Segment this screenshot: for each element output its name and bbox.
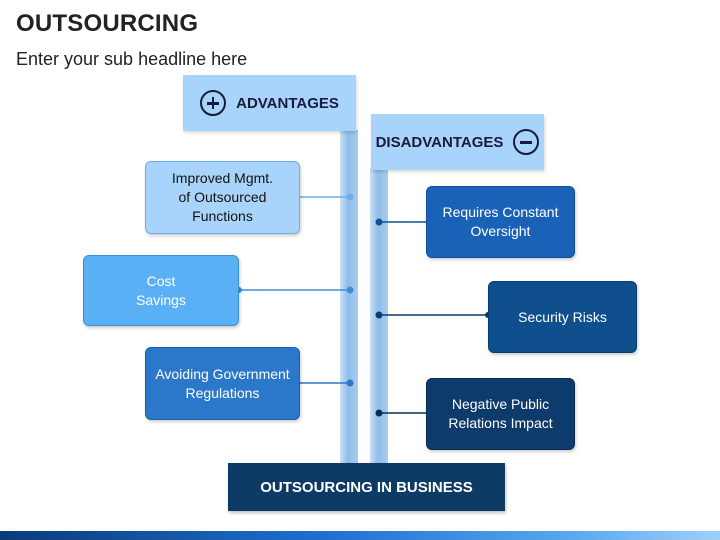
advantage-box-1: Improved Mgmt. of Outsourced Functions	[145, 161, 300, 234]
minus-circle-icon	[513, 129, 540, 155]
page-subtitle: Enter your sub headline here	[16, 49, 248, 69]
page-title: OUTSOURCING	[16, 10, 199, 37]
connector-dot-dis-2	[375, 311, 383, 319]
disadvantage-box-3: Negative Public Relations Impact	[426, 378, 575, 450]
plus-circle-icon	[200, 90, 227, 116]
advantage-box-2: Cost Savings	[83, 255, 239, 326]
footer-gradient-bar	[0, 531, 720, 540]
advantage-box-3: Avoiding Government Regulations	[145, 347, 300, 420]
connector-dot-adv-2b	[346, 286, 354, 294]
disadvantages-header-label: DISADVANTAGES	[375, 133, 504, 151]
disadvantage-box-2: Security Risks	[488, 281, 637, 353]
disadvantages-header: DISADVANTAGES	[371, 114, 544, 170]
disadvantage-box-1: Requires Constant Oversight	[426, 186, 575, 258]
advantages-header: ADVANTAGES	[183, 75, 356, 131]
advantages-header-label: ADVANTAGES	[236, 94, 339, 112]
connector-dot-adv-1	[346, 193, 354, 201]
connector-dot-adv-3	[346, 379, 354, 387]
connector-dot-dis-3	[375, 409, 383, 417]
connector-dot-dis-1	[375, 218, 383, 226]
advantages-pillar	[340, 130, 358, 465]
base-label-box: OUTSOURCING IN BUSINESS	[228, 463, 505, 511]
